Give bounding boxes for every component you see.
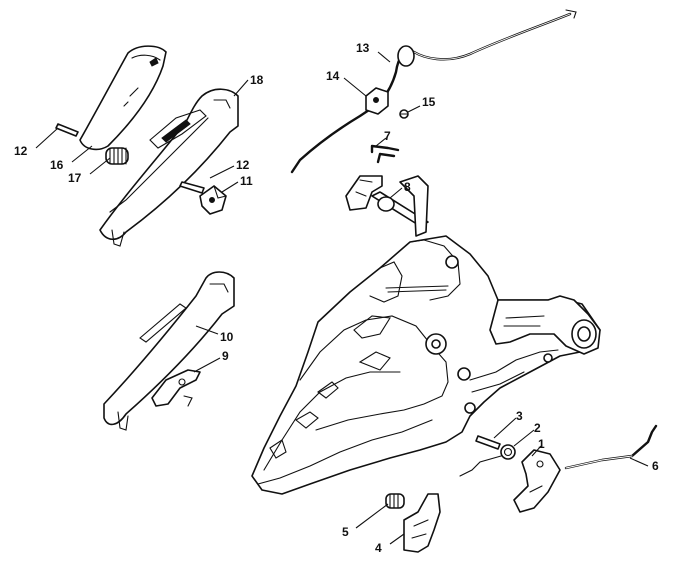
part-5-spring — [385, 493, 405, 509]
part-17-spring — [105, 147, 129, 165]
callout-9: 9 — [222, 349, 229, 363]
callout-7: 7 — [384, 129, 391, 143]
callout-11: 11 — [240, 174, 253, 188]
part-12-pin-left — [55, 123, 79, 137]
part-11-catch — [199, 185, 227, 215]
callout-16: 16 — [50, 158, 64, 172]
callout-5: 5 — [342, 525, 349, 539]
part-12-pin-center — [179, 181, 205, 194]
callout-4: 4 — [375, 541, 382, 555]
part-7-clip — [370, 144, 400, 164]
part-16-handle-cover — [79, 45, 167, 151]
main-housing — [251, 235, 601, 495]
leader-lines — [35, 51, 649, 545]
callout-12-left: 12 — [14, 144, 28, 158]
part-18-rear-handle — [99, 88, 239, 247]
callout-12-center: 12 — [236, 158, 250, 172]
callout-1: 1 — [538, 437, 545, 451]
callout-3: 3 — [516, 409, 523, 423]
part-3-pin — [475, 435, 501, 450]
part-15-screw — [399, 109, 409, 119]
part-4-lever — [403, 493, 441, 553]
callout-15: 15 — [422, 95, 436, 109]
callout-13: 13 — [356, 41, 370, 55]
part-2-spring — [459, 444, 516, 477]
part-13-cable — [290, 9, 577, 174]
callout-6: 6 — [652, 459, 659, 473]
part-1-trigger — [513, 449, 561, 513]
callout-14: 14 — [326, 69, 340, 83]
callout-8: 8 — [404, 180, 411, 194]
callout-18: 18 — [250, 73, 264, 87]
part-6-rod — [564, 424, 658, 470]
callout-10: 10 — [220, 330, 234, 344]
callout-labels: 1 2 3 4 5 6 7 8 9 10 11 12 12 13 14 15 1… — [14, 41, 659, 555]
part-9-lever — [151, 369, 201, 407]
part-14-cable-holder — [365, 87, 389, 115]
part-10-handle — [103, 271, 235, 431]
callout-17: 17 — [68, 171, 82, 185]
callout-2: 2 — [534, 421, 541, 435]
part-8-shaft — [345, 175, 429, 237]
